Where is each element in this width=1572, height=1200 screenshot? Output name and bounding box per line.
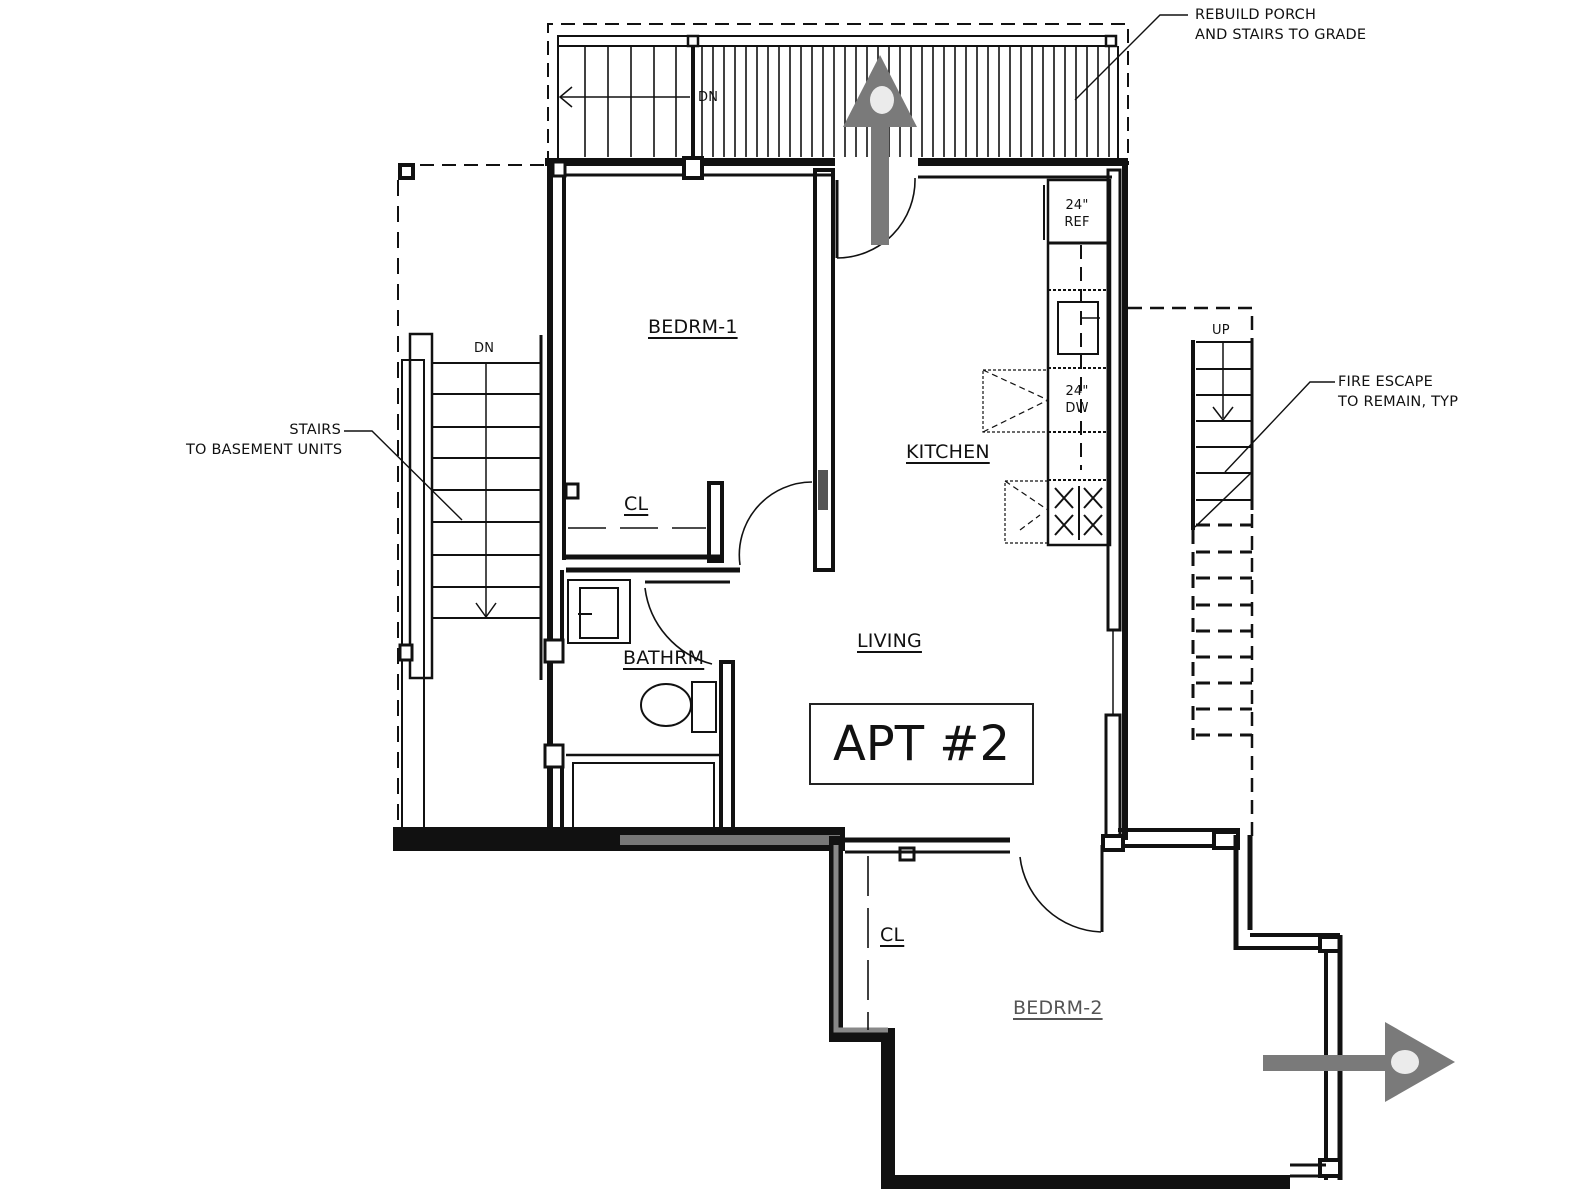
- room-label-kitchen: KITCHEN: [906, 441, 990, 463]
- dishwasher-size: 24": [1065, 384, 1089, 399]
- porch-note: REBUILD PORCH AND STAIRS TO GRADE: [1195, 5, 1366, 45]
- room-label-bedroom-2: BEDRM-2: [1013, 997, 1103, 1019]
- room-label-closet-1: CL: [624, 493, 649, 515]
- dishwasher-label: 24" DW: [1057, 383, 1097, 417]
- porch-outline: [547, 23, 1129, 165]
- porch-decking: [584, 46, 1110, 157]
- apartment-title: APT #2: [832, 716, 1011, 772]
- porch-stair-direction: DN: [698, 90, 719, 105]
- room-label-living: LIVING: [857, 630, 922, 652]
- porch-note-line1: REBUILD PORCH: [1195, 7, 1317, 23]
- dishwasher-type: DW: [1065, 401, 1089, 416]
- room-label-bathroom: BATHRM: [623, 647, 705, 669]
- refrigerator-size: 24": [1065, 198, 1089, 213]
- fire-escape-note-line1: FIRE ESCAPE: [1338, 374, 1433, 390]
- basement-note-line1: STAIRS: [289, 422, 341, 438]
- entry-arrow-icon: [843, 55, 917, 245]
- porch-note-line2: AND STAIRS TO GRADE: [1195, 27, 1367, 43]
- room-label-bedroom-1: BEDRM-1: [648, 316, 738, 338]
- refrigerator-type: REF: [1064, 215, 1090, 230]
- fire-escape-note: FIRE ESCAPE TO REMAIN, TYP: [1338, 372, 1458, 412]
- apartment-title-box: APT #2: [809, 703, 1034, 785]
- fire-escape-note-line2: TO REMAIN, TYP: [1338, 394, 1459, 410]
- fire-escape-direction: UP: [1212, 323, 1230, 338]
- basement-note-line2: TO BASEMENT UNITS: [186, 442, 343, 458]
- exit-arrow-icon: [1263, 1022, 1455, 1102]
- basement-stair-direction: DN: [474, 341, 495, 356]
- basement-stairs-note: STAIRS TO BASEMENT UNITS: [186, 420, 343, 460]
- porch-rail: [557, 35, 1117, 47]
- room-label-closet-2: CL: [880, 924, 905, 946]
- refrigerator-label: 24" REF: [1057, 197, 1097, 231]
